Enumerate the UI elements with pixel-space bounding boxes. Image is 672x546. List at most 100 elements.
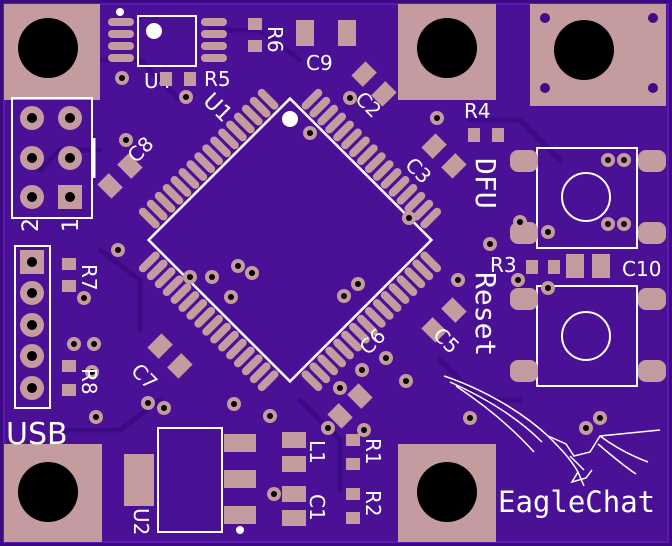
qfp-pin (170, 283, 192, 304)
via-drill (605, 157, 611, 163)
via-drill (621, 157, 627, 163)
qfp-pin (301, 370, 323, 392)
qfp-pin (317, 104, 339, 126)
via-drill (487, 241, 493, 247)
qfp-pin (241, 104, 263, 126)
usb-label: USB (6, 417, 68, 452)
via-drill (81, 295, 87, 301)
qfp-pin (146, 259, 168, 281)
qfp-pin (333, 120, 354, 142)
via-drill (621, 221, 627, 227)
mounting-holes (4, 4, 666, 542)
r8-label: R8 (77, 368, 101, 395)
qfp-pin (178, 168, 200, 189)
header-pin-label-2: 2 (19, 218, 44, 232)
qfp-pin (186, 160, 208, 181)
qfp-pin (226, 338, 247, 360)
via-drill (545, 285, 551, 291)
qfp-pin (218, 330, 239, 352)
qfp-pin (210, 322, 231, 344)
via-drill (145, 400, 151, 406)
qfp-pin (325, 112, 347, 134)
via-drill (347, 95, 353, 101)
qfp-pin (301, 88, 323, 110)
qfp-pin (162, 183, 184, 205)
qfp-pin (233, 346, 255, 368)
qfp-pin (341, 330, 362, 352)
qfp-pin (233, 112, 255, 134)
qfp-pin (356, 144, 378, 166)
via-drill (183, 94, 189, 100)
qfp-pin (349, 136, 370, 158)
via-drill (91, 341, 97, 347)
usb-header (14, 245, 51, 409)
qfp-pin (404, 267, 426, 289)
qfp-pin (380, 168, 402, 189)
via-drill (467, 415, 473, 421)
via-drill (89, 369, 95, 375)
via-drill (93, 414, 99, 420)
qfp-pin (170, 176, 192, 197)
qfp-pin (210, 136, 231, 158)
via-drill (271, 491, 277, 497)
c9-label: C9 (306, 51, 333, 75)
qfp-pin (420, 207, 442, 229)
via-drill (406, 215, 412, 221)
l1-label: L1 (305, 440, 329, 464)
qfp-pin (309, 362, 331, 384)
qfp-pin (309, 96, 331, 118)
vias (67, 71, 631, 501)
qfp-pin (162, 275, 184, 297)
via-drill (325, 425, 331, 431)
via-drill (403, 378, 409, 384)
via-drill (383, 355, 389, 361)
qfp-pin (356, 314, 378, 336)
qfp-pin (249, 362, 271, 384)
qfp-pin (396, 275, 418, 297)
qfp-pin (226, 120, 247, 142)
via-drill (71, 341, 77, 347)
via-drill (355, 281, 361, 287)
qfp-pin (388, 176, 410, 197)
u1-chip (138, 88, 442, 392)
via-drill (267, 413, 273, 419)
via-drill (249, 270, 255, 276)
via-drill (455, 277, 461, 283)
qfp-pin (202, 314, 224, 336)
qfp-pin (380, 291, 402, 312)
qfp-pin (249, 96, 271, 118)
qfp-pin (372, 160, 394, 181)
qfp-pin (194, 152, 216, 174)
via-drill (517, 219, 523, 225)
qfp-pin (412, 259, 434, 281)
mounting-hole-top-left (4, 4, 100, 100)
c10-label: C10 (622, 257, 661, 281)
reset-button[interactable] (510, 285, 666, 387)
mounting-hole-bottom-middle (398, 444, 496, 542)
u2-label: U2 (129, 508, 153, 535)
via-drill (515, 277, 521, 283)
via-drill (235, 263, 241, 269)
qfp-pin (341, 128, 362, 150)
qfp-pin (146, 199, 168, 221)
qfp-pin (396, 183, 418, 205)
qfp-pin (154, 191, 176, 213)
qfp-pin (349, 322, 370, 344)
qfp-pin (388, 283, 410, 304)
r3-label: R3 (490, 253, 517, 277)
via-drill (231, 401, 237, 407)
via-drill (228, 294, 234, 300)
dfu-button[interactable] (510, 147, 666, 249)
reset-label: Reset (469, 272, 502, 356)
dfu-label: DFU (469, 158, 502, 209)
via-drill (337, 385, 343, 391)
header-pin-label-1: 1 (59, 218, 84, 232)
qfp-pin (364, 306, 386, 328)
c1-label: C1 (305, 494, 329, 521)
r5-label: R5 (204, 67, 231, 91)
via-drill (119, 75, 125, 81)
via-drill (359, 367, 365, 373)
mounting-hole-bottom-left (4, 444, 102, 542)
via-drill (307, 130, 313, 136)
